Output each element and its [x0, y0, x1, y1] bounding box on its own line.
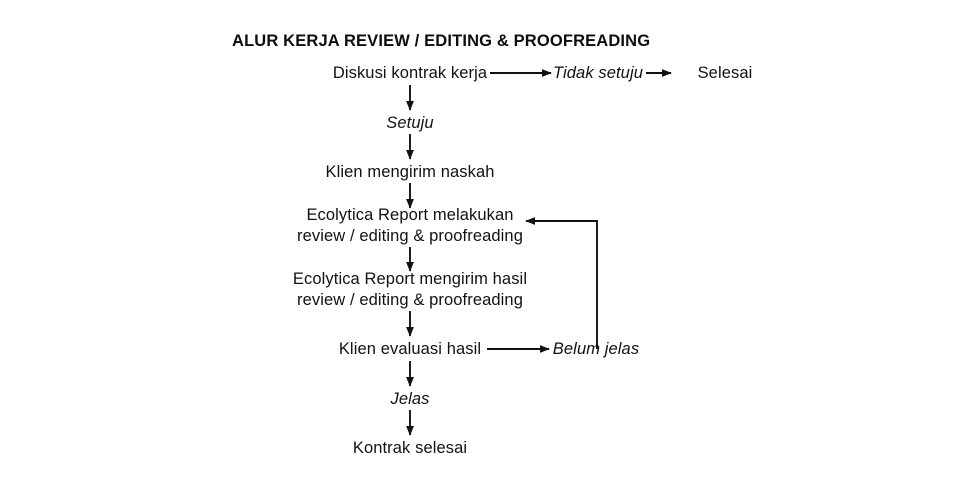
- node-selesai: Selesai: [697, 64, 753, 82]
- node-line-2: review / editing & proofreading: [297, 291, 523, 309]
- node-kontrak-selesai: Kontrak selesai: [352, 439, 468, 457]
- node-line-2: review / editing & proofreading: [297, 227, 523, 245]
- node-klien-mengirim-naskah: Klien mengirim naskah: [325, 163, 495, 181]
- edge-label-belum-jelas: Belum jelas: [552, 340, 640, 358]
- edge-label-jelas: Jelas: [390, 390, 430, 408]
- node-klien-evaluasi-hasil: Klien evaluasi hasil: [338, 340, 482, 358]
- node-line-1: Ecolytica Report melakukan: [306, 206, 514, 224]
- node-ecolytica-melakukan-review: Ecolytica Report melakukan review / edit…: [260, 205, 560, 247]
- edge-label-setuju: Setuju: [386, 114, 434, 132]
- node-line-1: Ecolytica Report mengirim hasil: [292, 270, 528, 288]
- page-title: ALUR KERJA REVIEW / EDITING & PROOFREADI…: [232, 32, 651, 50]
- node-diskusi-kontrak-kerja: Diskusi kontrak kerja: [332, 64, 488, 82]
- edge-label-tidak-setuju: Tidak setuju: [552, 64, 644, 82]
- node-ecolytica-mengirim-hasil: Ecolytica Report mengirim hasil review /…: [260, 269, 560, 311]
